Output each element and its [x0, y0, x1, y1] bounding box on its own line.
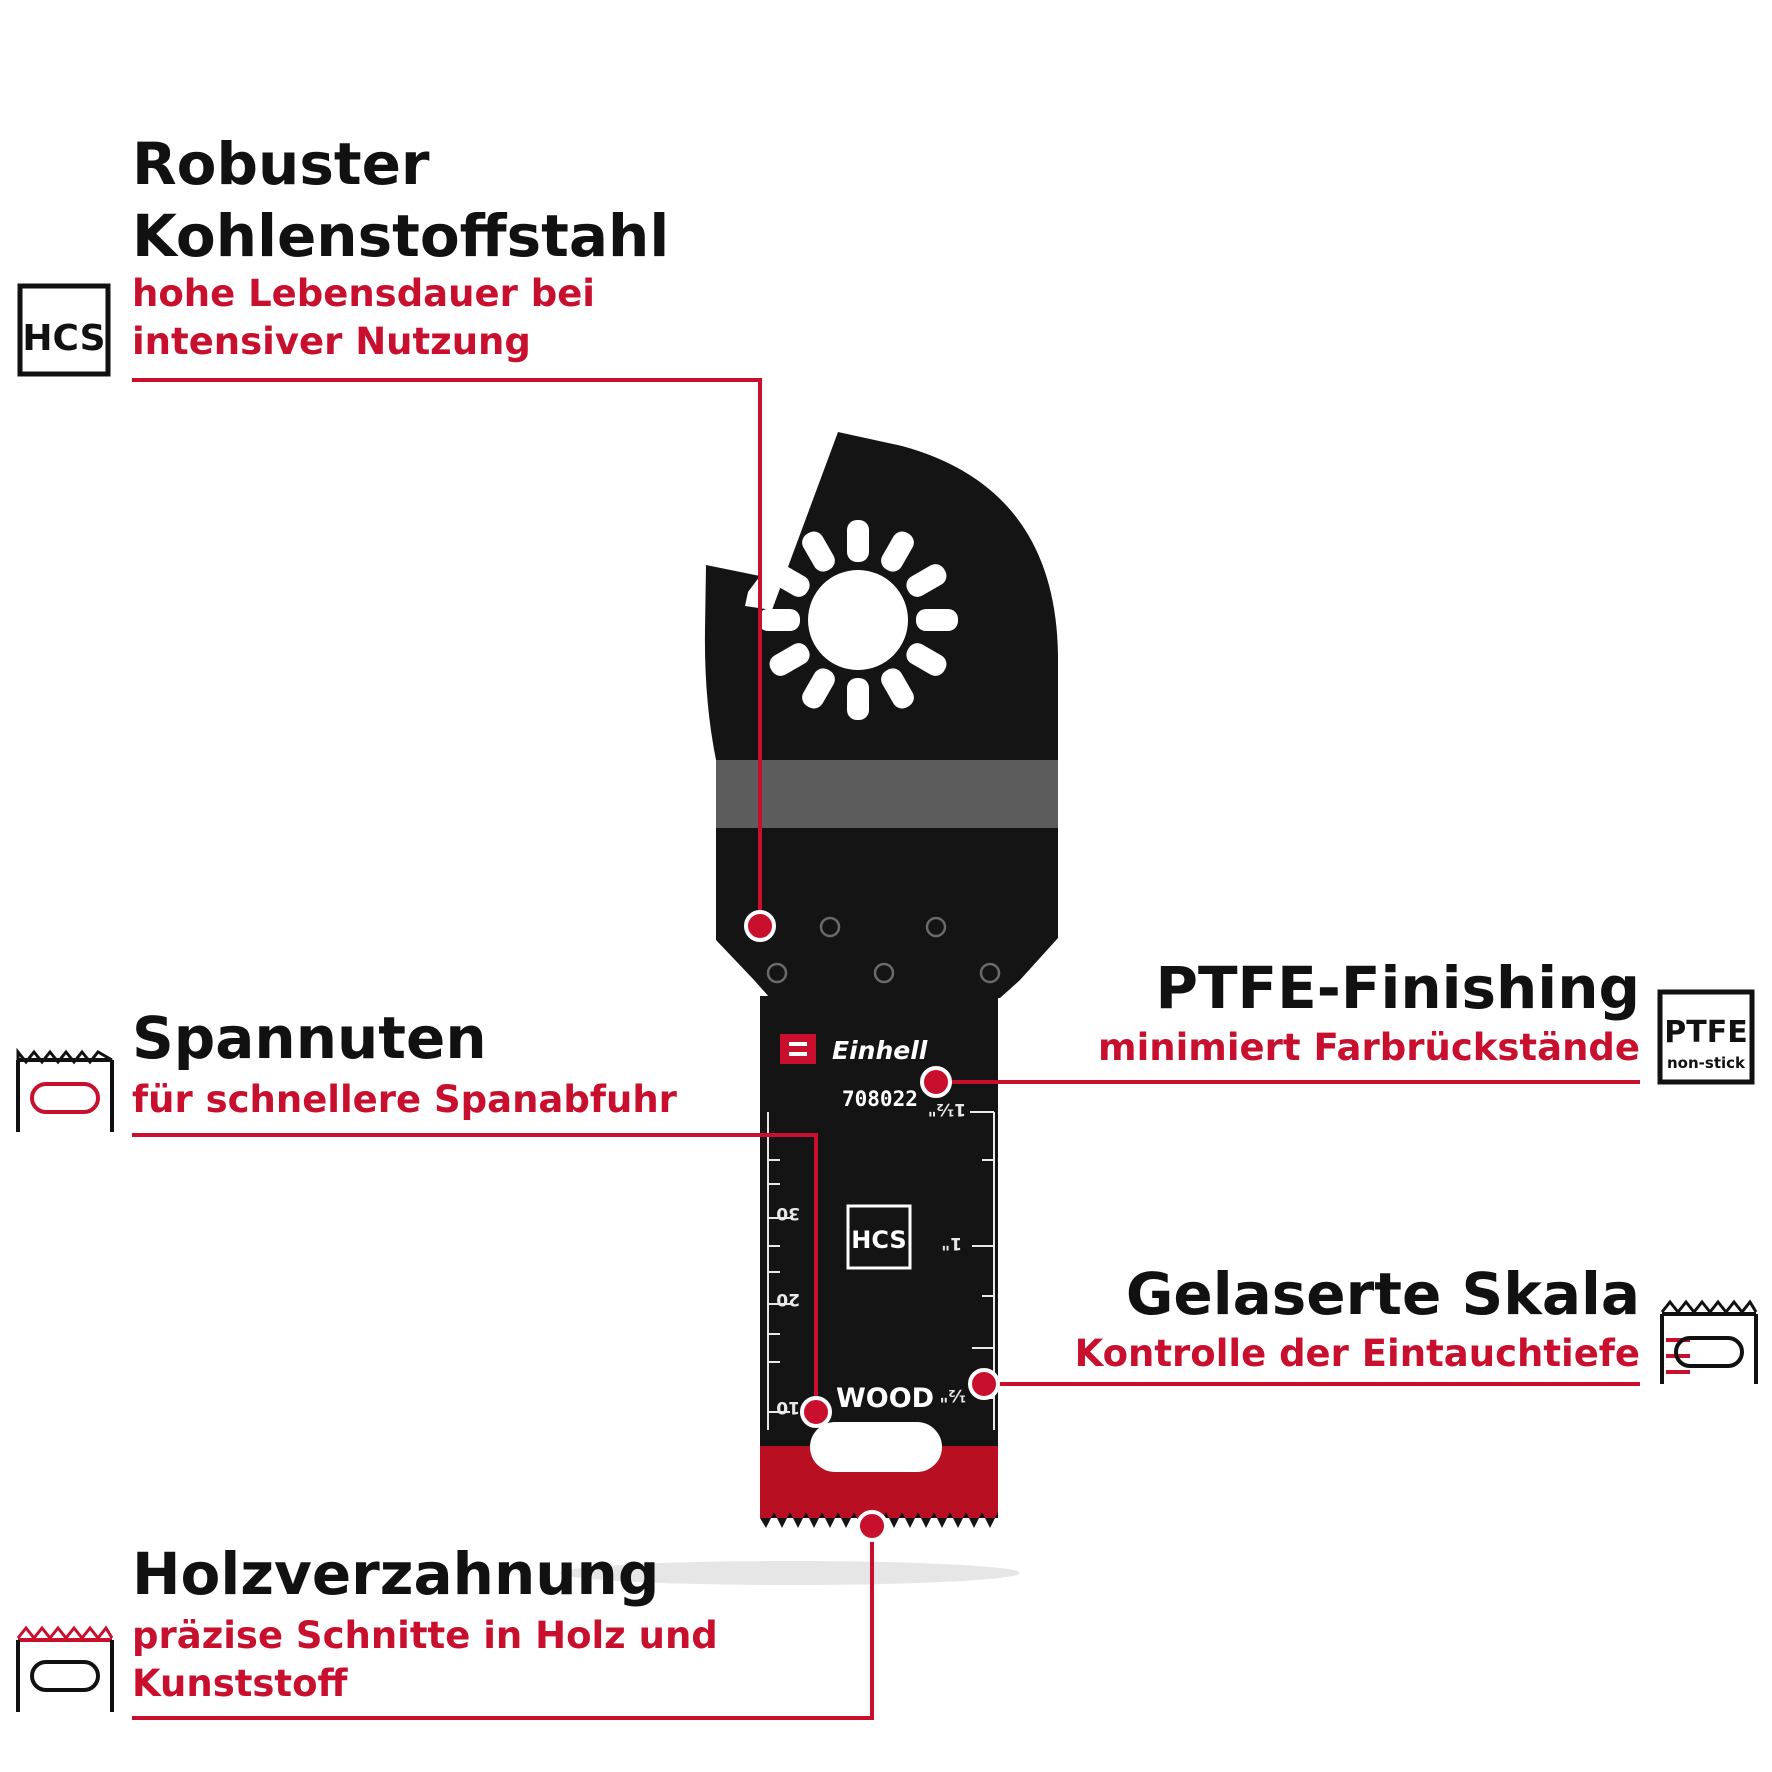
carbon-steel-sub-line1: hohe Lebensdauer bei — [132, 272, 595, 315]
blade-brand: Einhell — [832, 1036, 928, 1065]
chip-grooves-title: Spannuten — [132, 1004, 487, 1072]
blade-groove-slot — [810, 1422, 942, 1472]
metric-tick-30: 30 — [776, 1203, 800, 1223]
ptfe-icon: PTFE non-stick — [1657, 989, 1755, 1085]
callout-lines — [132, 378, 1640, 1720]
scale-title: Gelaserte Skala — [1125, 1260, 1640, 1328]
callout-dots — [744, 910, 1000, 1542]
inch-tick-0-5: ½" — [940, 1385, 966, 1405]
mount-slots — [758, 520, 958, 720]
callout-dot-scale — [968, 1368, 1000, 1400]
saw-blade: 30 20 10 1½" 1" ½" Einhell 708022 HCS WO… — [704, 432, 1058, 1528]
brand-logo-icon — [780, 1034, 816, 1064]
blade-wood-label: WOOD — [836, 1383, 934, 1414]
wood-teeth-sub-line1: präzise Schnitte in Holz und — [132, 1614, 718, 1657]
carbon-steel-title-line2: Kohlenstoffstahl — [132, 202, 670, 270]
metric-tick-20: 20 — [776, 1289, 800, 1309]
ptfe-sub: minimiert Farbrückstände — [1098, 1026, 1640, 1069]
scale-sub: Kontrolle der Eintauchtiefe — [1074, 1332, 1640, 1375]
ptfe-title: PTFE-Finishing — [1155, 954, 1640, 1022]
svg-text:PTFE: PTFE — [1664, 1015, 1747, 1050]
hcs-icon: HCS — [17, 283, 111, 377]
blade-groove-icon — [16, 1047, 114, 1132]
brushed-band — [716, 760, 1058, 828]
mount-hole — [808, 570, 908, 670]
inch-tick-1: 1" — [941, 1233, 962, 1253]
blade-shaft — [760, 996, 998, 1446]
callout-dot-steel — [744, 910, 776, 942]
callout-dot-ptfe — [920, 1066, 952, 1098]
svg-text:non-stick: non-stick — [1667, 1054, 1746, 1072]
chip-grooves-sub: für schnellere Spanabfuhr — [132, 1078, 677, 1121]
svg-text:HCS: HCS — [22, 318, 105, 359]
blade-teeth-icon — [16, 1625, 114, 1712]
wood-teeth-sub-line2: Kunststoff — [132, 1662, 348, 1705]
callout-dot-grooves — [800, 1396, 832, 1428]
blade-shadow — [560, 1561, 1020, 1585]
blade-hcs-text: HCS — [851, 1226, 906, 1254]
blade-model: 708022 — [842, 1087, 918, 1111]
rivets — [766, 916, 1001, 984]
callout-dot-teeth — [856, 1510, 888, 1542]
blade-hcs-badge — [846, 1204, 912, 1270]
inch-tick-1-5: 1½" — [928, 1099, 966, 1119]
carbon-steel-title-line1: Robuster — [132, 130, 430, 198]
blade-scale-icon — [1660, 1299, 1758, 1384]
carbon-steel-sub-line2: intensiver Nutzung — [132, 320, 531, 363]
metric-tick-10: 10 — [776, 1397, 800, 1417]
wood-teeth-title: Holzverzahnung — [132, 1540, 660, 1608]
